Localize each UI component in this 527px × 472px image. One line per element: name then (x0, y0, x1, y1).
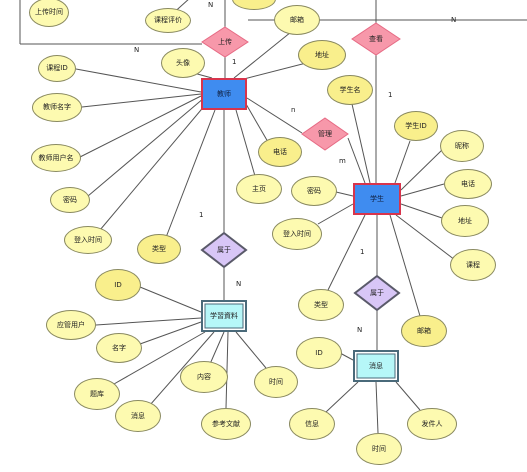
connector-line (225, 331, 229, 409)
attribute-avatar: 头像 (161, 48, 205, 78)
diamond-shape (301, 117, 349, 151)
connector-line (389, 214, 421, 317)
attribute-admin-user: 应管用户 (46, 310, 96, 340)
connector-line (327, 214, 366, 291)
attribute-materials-content: 内容 (180, 361, 228, 393)
relationship-belong-teacher: 属于 (200, 231, 248, 269)
connector-line (317, 203, 354, 225)
attribute-teacher-category: 类型 (137, 234, 181, 264)
attribute-teacher-email: 邮箱 (274, 5, 320, 35)
attribute-materials-id: ID (95, 269, 141, 301)
relationship-label: 查看 (369, 34, 383, 43)
entity-student: 学生 (353, 183, 401, 215)
connector-line (95, 317, 202, 326)
attribute-student-login-time: 登入时间 (272, 218, 322, 250)
connector-line (164, 109, 216, 241)
attribute-teacher-name: 教师名字 (32, 93, 82, 122)
attribute-sender: 发件人 (407, 408, 457, 440)
connector-line (347, 137, 366, 184)
attribute-student-category: 类型 (298, 289, 344, 321)
attribute-message-id: ID (296, 337, 342, 369)
connector-line (139, 286, 202, 313)
cardinality-label: N (236, 280, 242, 288)
attribute-teacher-address: 地址 (298, 40, 346, 70)
connector-line (233, 27, 297, 79)
attribute-student-name: 学生名 (327, 75, 373, 105)
diamond-shape (200, 231, 248, 269)
attribute-student-phone: 电话 (444, 169, 492, 199)
attribute-materials-news: 消息 (115, 400, 161, 432)
relationship-manage: 管理 (301, 117, 349, 151)
cardinality-label: N (134, 46, 140, 54)
connector-line (75, 68, 202, 93)
connector-line (99, 103, 207, 231)
diamond-shape (351, 22, 401, 56)
connector-line (235, 331, 267, 369)
connector-line (81, 93, 202, 108)
cardinality-label: 1 (388, 91, 393, 99)
connector-line (339, 352, 354, 361)
attribute-student-course: 课程 (450, 249, 496, 281)
relationship-watch: 查看 (351, 22, 401, 56)
connector-line (209, 331, 225, 365)
attribute-reference: 参考文献 (201, 408, 251, 440)
entity-learning-materials: 学習資料 (201, 300, 247, 332)
attribute-student-email: 邮箱 (401, 315, 447, 347)
connector-line (113, 331, 206, 385)
diamond-shape (353, 274, 401, 312)
cardinality-label: N (357, 326, 363, 334)
connector-line (246, 97, 303, 134)
connector-line (395, 381, 421, 411)
cardinality-label: m (339, 157, 346, 165)
attribute-teacher-username: 教师用户名 (31, 144, 81, 172)
cardinality-label: N (208, 1, 214, 9)
cardinality-label: n (291, 106, 296, 114)
connector-line (245, 103, 269, 143)
relationship-label: 属于 (217, 245, 231, 254)
entity-message: 消息 (353, 350, 399, 382)
cardinality-label: N (451, 16, 457, 24)
attribute-teacher-phone: 电话 (258, 137, 302, 167)
cardinality-label: 1 (199, 211, 204, 219)
connector-line (325, 381, 359, 413)
relationship-label: 管理 (318, 129, 332, 138)
attribute-course-id: 课程ID (38, 55, 76, 82)
connector-line (395, 214, 456, 261)
attribute-course-eval: 课程评价 (145, 8, 191, 33)
relationship-belong-student: 属于 (353, 274, 401, 312)
attribute-materials-title: 题库 (74, 378, 120, 410)
connector-line (87, 97, 205, 197)
attribute-teacher-password: 密码 (50, 187, 90, 213)
connector-line (400, 149, 443, 191)
cardinality-label: 1 (232, 58, 237, 66)
diamond-shape (201, 26, 249, 58)
relationship-upload: 上传 (201, 26, 249, 58)
connector-line (335, 191, 354, 197)
attribute-student-address: 地址 (441, 205, 489, 237)
attribute-materials-name: 名字 (96, 333, 142, 363)
attribute-homepage: 主页 (236, 174, 282, 204)
connector-line (79, 95, 202, 158)
attribute-nickname: 昵称 (440, 130, 484, 162)
connector-line (139, 321, 202, 345)
connector-line (235, 109, 256, 177)
attribute-upload-time: 上传时间 (29, 0, 69, 27)
attribute-materials-time: 时间 (254, 366, 298, 398)
connector-line (400, 203, 443, 219)
connector-line (394, 140, 411, 184)
relationship-label: 上传 (218, 37, 232, 46)
attribute-message-info: 信息 (289, 408, 335, 440)
attribute-student-password: 密码 (291, 176, 337, 206)
connector-line (400, 183, 445, 197)
attribute-message-time: 时间 (356, 433, 402, 465)
cardinality-label: 1 (360, 248, 365, 256)
connector-line (351, 103, 371, 184)
relationship-label: 属于 (370, 288, 384, 297)
connector-line (375, 381, 379, 434)
entity-teacher: 教师 (201, 78, 247, 110)
attribute-teacher-login-time: 登入时间 (64, 226, 112, 254)
attribute-student-id: 学生ID (394, 111, 438, 141)
